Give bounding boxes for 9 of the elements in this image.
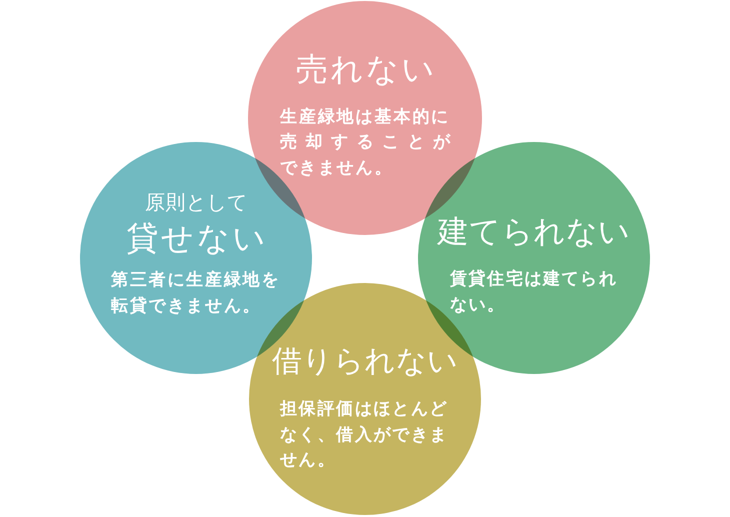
description: 担保評価はほとんどなく、借入ができません。 — [280, 398, 450, 472]
circle-title: 売れない — [294, 49, 437, 89]
heading-lead: 原則として — [144, 190, 248, 214]
description: 生産緑地は基本的に売却することができません。 — [280, 106, 452, 180]
circle-title: 借りられない — [272, 343, 458, 381]
circle-title: 建てられない — [437, 212, 631, 252]
circle-title: 貸せない — [126, 218, 268, 258]
description: 第三者に生産緑地を転貸できません。 — [111, 268, 282, 318]
description: 賃貸住宅は建てられない。 — [450, 268, 618, 317]
